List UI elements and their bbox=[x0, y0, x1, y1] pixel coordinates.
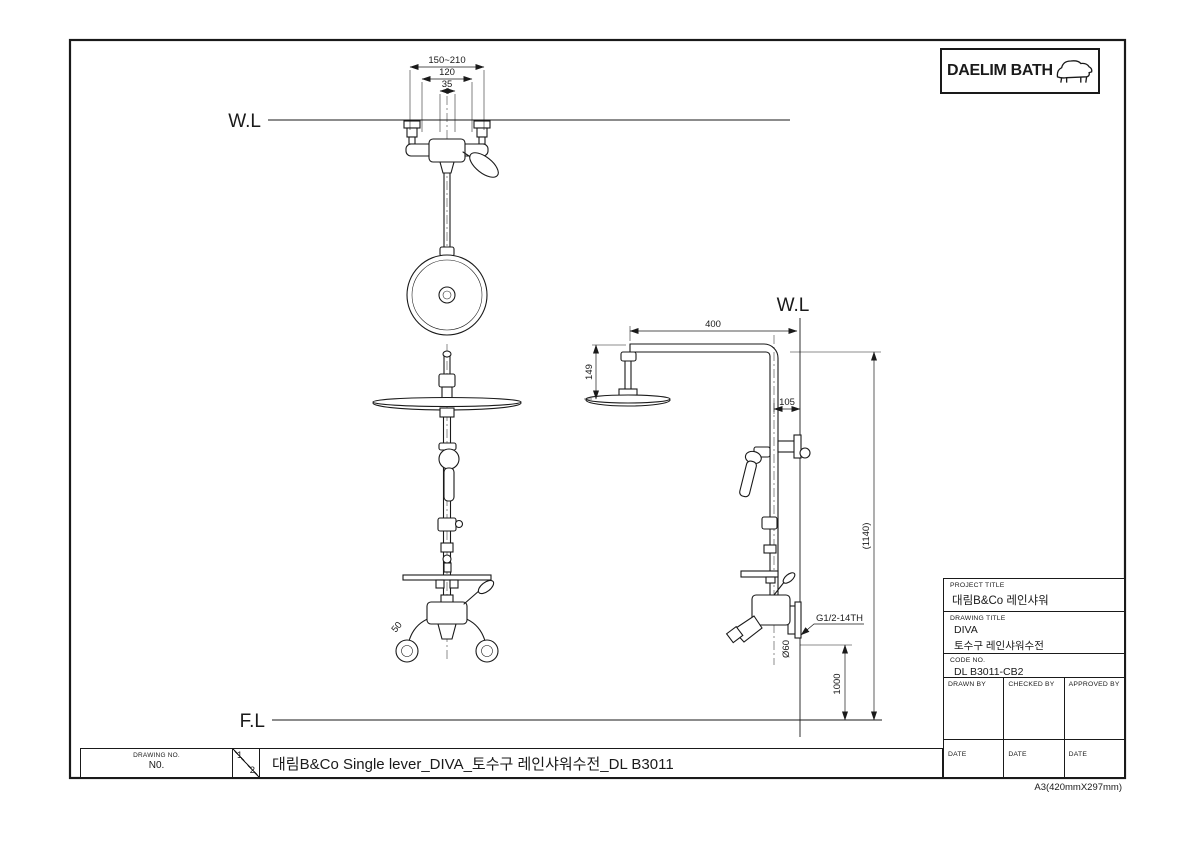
title-block-right: PROJECT TITLE 대림B&Co 레인샤워 DRAWING TITLE … bbox=[943, 578, 1125, 778]
dim-text-thread-spec: G1/2-14TH bbox=[816, 613, 863, 624]
frame-border bbox=[68, 38, 1127, 780]
drawn-by-cell: DRAWN BY DATE bbox=[944, 678, 1005, 777]
side-hand-shower bbox=[739, 446, 771, 498]
sheet-number-cell: 1 2 bbox=[233, 749, 260, 777]
wall-line-label-side: W.L bbox=[777, 295, 810, 316]
plan-view: 150~210 120 35 bbox=[403, 55, 499, 336]
side-shelf bbox=[740, 570, 779, 584]
code-no-value: DL B3011-CB2 bbox=[954, 666, 1024, 678]
polar-bear-icon bbox=[1056, 60, 1093, 83]
side-arm-riser bbox=[629, 343, 779, 598]
date-label: DATE bbox=[948, 751, 967, 758]
drawn-by-label: DRAWN BY bbox=[948, 681, 986, 688]
dim-text-spout-height: 1000 bbox=[832, 673, 843, 694]
dim-text-plan-range: 150~210 bbox=[428, 55, 465, 66]
dim-arm-length: 400 bbox=[629, 319, 798, 341]
wall-line-label-plan: W.L bbox=[228, 111, 261, 132]
title-block-bottom: DRAWING NO. N0. 1 2 대림B&Co Single lever_… bbox=[80, 748, 943, 778]
sheet-total: 2 bbox=[249, 765, 255, 776]
floor-line: F.L bbox=[240, 711, 882, 732]
logo-box: DAELIM BATH bbox=[940, 48, 1100, 94]
side-view: 400 149 105 (1140) 1000 bbox=[584, 319, 881, 721]
code-no-section: CODE NO. DL B3011-CB2 bbox=[944, 654, 1124, 678]
floor-line-label: F.L bbox=[240, 711, 265, 732]
front-view: 50 bbox=[372, 344, 522, 663]
drawing-no-cell: DRAWING NO. N0. bbox=[81, 749, 233, 777]
side-slider bbox=[761, 516, 778, 554]
checked-by-label: CHECKED BY bbox=[1008, 681, 1055, 688]
drawing-no-label: DRAWING NO. bbox=[133, 752, 180, 759]
drawing-title-label: DRAWING TITLE bbox=[950, 615, 1006, 622]
paper-size-note: A3(420mmX297mm) bbox=[1034, 782, 1122, 793]
wall-line-side: W.L bbox=[777, 295, 810, 737]
approved-date-cell: DATE bbox=[1064, 739, 1124, 777]
side-rain-head bbox=[585, 351, 671, 407]
dim-head-drop: 149 bbox=[584, 344, 626, 400]
project-title-value: 대림B&Co 레인샤워 bbox=[952, 595, 1049, 607]
drawing-title-text: 대림B&Co Single lever_DIVA_토수구 레인샤워수전_DL B… bbox=[272, 755, 674, 773]
dim-plan-35: 35 bbox=[439, 79, 456, 132]
dim-text-arm-length: 400 bbox=[705, 319, 721, 330]
signature-section: DRAWN BY DATE CHECKED BY DATE APPROVED B… bbox=[944, 678, 1124, 777]
front-shelf bbox=[402, 574, 492, 589]
code-no-label: CODE NO. bbox=[950, 657, 986, 664]
brand-logo-text: DAELIM BATH bbox=[947, 62, 1053, 79]
checked-by-cell: CHECKED BY DATE bbox=[1004, 678, 1065, 777]
front-faucet: 50 bbox=[389, 579, 499, 663]
dim-text-flange-dia: Ø60 bbox=[781, 640, 792, 658]
date-label: DATE bbox=[1068, 751, 1088, 758]
side-wall-bracket bbox=[777, 434, 811, 459]
dim-text-plan-35: 35 bbox=[442, 79, 453, 90]
dim-wall-offset: 105 bbox=[773, 397, 801, 414]
dim-text-plan-120: 120 bbox=[439, 67, 455, 78]
checked-date-cell: DATE bbox=[1004, 739, 1064, 777]
plan-faucet bbox=[403, 120, 499, 178]
wall-line-plan: W.L bbox=[228, 111, 790, 132]
drawing-title-line2: 토수구 레인샤워수전 bbox=[954, 640, 1044, 652]
flange-dia-callout: Ø60 bbox=[781, 640, 792, 658]
drawing-title-section: DRAWING TITLE DIVA 토수구 레인샤워수전 bbox=[944, 612, 1124, 654]
plan-rain-head bbox=[406, 254, 488, 336]
dim-plan-range: 150~210 bbox=[409, 55, 485, 130]
project-title-label: PROJECT TITLE bbox=[950, 582, 1005, 589]
dim-text-leg-offset: 50 bbox=[389, 620, 404, 635]
date-label: DATE bbox=[1008, 751, 1027, 758]
dim-spout-height: 1000 bbox=[800, 644, 852, 721]
project-title-section: PROJECT TITLE 대림B&Co 레인샤워 bbox=[944, 579, 1124, 612]
dim-text-total-height: (1140) bbox=[861, 523, 872, 550]
dim-plan-120: 120 bbox=[421, 67, 473, 132]
drawn-date-cell: DATE bbox=[944, 739, 1004, 777]
sheet-current: 1 bbox=[237, 750, 243, 761]
front-slider bbox=[437, 517, 464, 573]
dim-total-height: (1140) bbox=[790, 351, 881, 721]
front-hand-shower bbox=[438, 442, 460, 502]
drawing-title-line1: DIVA bbox=[954, 624, 978, 636]
side-faucet bbox=[725, 572, 802, 644]
drawing-no-value: N0. bbox=[148, 760, 165, 771]
approved-by-cell: APPROVED BY DATE bbox=[1064, 678, 1124, 777]
thread-callout: G1/2-14TH bbox=[800, 613, 864, 636]
approved-by-label: APPROVED BY bbox=[1068, 681, 1120, 688]
dim-text-head-drop: 149 bbox=[584, 364, 595, 380]
dim-text-wall-offset: 105 bbox=[779, 397, 795, 408]
front-head-assembly bbox=[372, 350, 522, 418]
